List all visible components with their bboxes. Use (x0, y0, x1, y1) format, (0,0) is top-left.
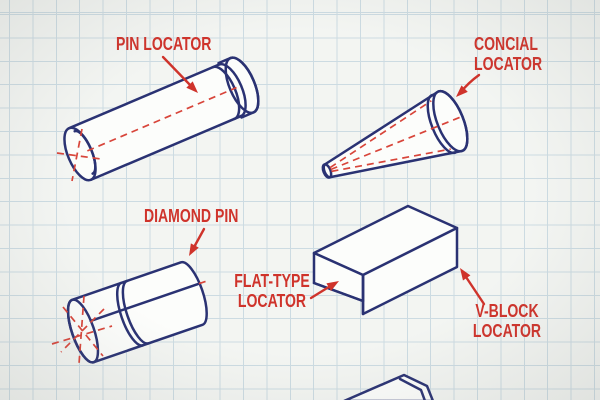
wedge-body (343, 373, 434, 400)
diamond-pin-flat-edge-line (89, 282, 200, 323)
diamond-pin-body (66, 260, 208, 364)
conical-locator-label-line2: LOCATOR (474, 54, 543, 74)
diamond-pin-flat-edge-centerline (198, 279, 209, 285)
conical-locator-arrow (456, 73, 481, 97)
cone-tip-ellipse (321, 163, 333, 179)
diamond-pin-front-ellipse (66, 298, 100, 364)
pin-locator-groove-arc (217, 62, 247, 118)
diamond-pin-label: DIAMOND PIN (144, 206, 239, 226)
pin-locator-arrow (161, 55, 198, 93)
flat-type-locator-label: FLAT-TYPE LOCATOR (217, 271, 326, 311)
flat-type-locator-arrow (309, 281, 339, 300)
pin-locator-face-centerline-horizontal (56, 152, 102, 160)
diamond-pin-arrow (189, 227, 206, 256)
arrowhead (326, 281, 339, 292)
cone-lower-centerline (331, 148, 451, 173)
v-block-locator-label-line1: V-BLOCK (475, 301, 539, 321)
cone-upper-centerline (329, 100, 432, 169)
diamond-pin-face-centermark (51, 295, 113, 365)
cone-base-outer-ellipse (432, 89, 469, 153)
flat-type-locator-label-line1: FLAT-TYPE (234, 271, 310, 291)
arrowhead (456, 85, 468, 97)
pin-locator-cap-ellipse (224, 56, 260, 115)
v-block-locator-label: V-BLOCK LOCATOR (452, 301, 561, 341)
flat-type-block-figure (312, 204, 459, 316)
v-block-locator-arrow (460, 268, 486, 306)
flat-type-locator-label-line2: LOCATOR (237, 291, 307, 311)
diamond-pin-band-arc-1 (115, 281, 145, 347)
pin-locator-axis-centerline (87, 86, 237, 152)
diamond-pin-figure (66, 260, 209, 364)
arrowhead (189, 243, 199, 256)
conical-locator-label: CONCIAL LOCATOR (474, 34, 542, 74)
wedge-inner-edge (398, 377, 426, 400)
conical-locator-figure (321, 89, 469, 179)
arrowhead (460, 268, 471, 281)
pin-locator-label: PIN LOCATOR (116, 34, 212, 54)
arrowhead (186, 81, 198, 93)
v-block-locator-label-line2: LOCATOR (472, 321, 542, 341)
conical-locator-label-line1: CONCIAL (474, 34, 538, 54)
wedge-partial-figure (343, 373, 434, 400)
diamond-pin-band-arc-2 (121, 279, 150, 345)
block-step-line (312, 281, 365, 303)
pin-locator-face-centerline-vertical (71, 128, 83, 182)
pin-locator-figure (63, 56, 260, 182)
